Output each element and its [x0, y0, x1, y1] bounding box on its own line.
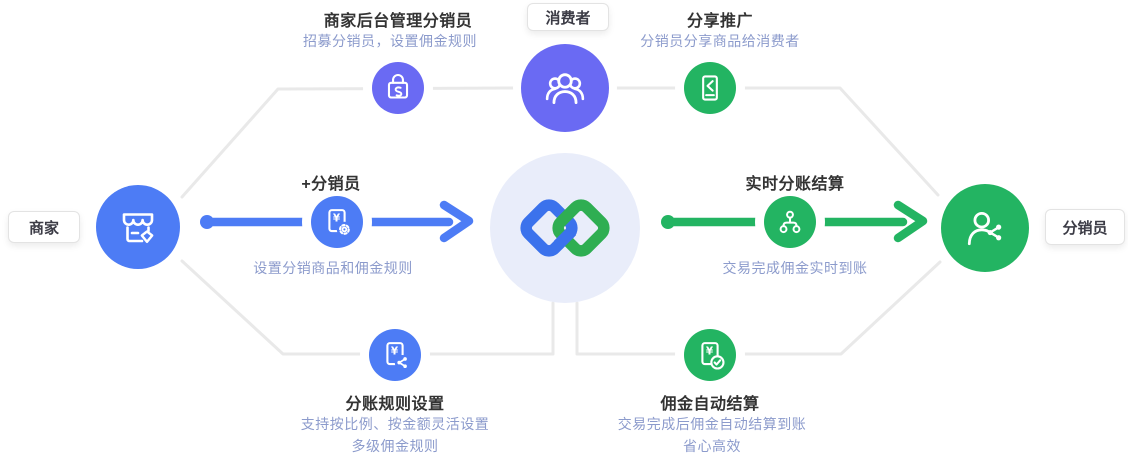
link-diamonds-logo: [520, 199, 610, 257]
top-left-title: 商家后台管理分销员: [323, 13, 473, 30]
platform-logo-node: [490, 153, 640, 303]
hierarchy-mini-node: [764, 196, 816, 248]
distributor-pill-label: 分销员: [1045, 209, 1125, 245]
flow-left-label: +分销员: [301, 176, 361, 193]
shopping-bag-icon: [387, 74, 409, 99]
bottom-right-title: 佣金自动结算: [660, 396, 760, 413]
receipt-share-mini-node: ¥: [369, 329, 421, 381]
receipt-gear-mini-node: ¥: [311, 196, 363, 248]
receipt-yen-check-icon: ¥: [701, 342, 725, 370]
svg-text:¥: ¥: [706, 346, 714, 358]
flow-left-subtitle: 设置分销商品和佣金规则: [253, 260, 413, 276]
page-share-icon: [702, 75, 718, 101]
receipt-check-mini-node: ¥: [684, 329, 736, 381]
wire-top-left: [180, 86, 523, 199]
flow-right-label: 实时分账结算: [745, 176, 845, 193]
person-share-icon: [967, 211, 1002, 246]
bottom-right-line1: 交易完成后佣金自动结算到账: [617, 416, 807, 432]
svg-text:¥: ¥: [333, 213, 341, 225]
consumer-pill-label: 消费者: [527, 3, 609, 31]
page-share-mini-node: [684, 62, 736, 114]
svg-text:¥: ¥: [391, 346, 399, 358]
receipt-yen-gear-icon: ¥: [328, 209, 353, 238]
bottom-left-line1: 支持按比例、按金额灵活设置: [300, 416, 490, 432]
bottom-left-title: 分账规则设置: [345, 396, 445, 413]
bottom-right-line2: 省心高效: [683, 438, 741, 454]
receipt-yen-share-icon: ¥: [386, 342, 411, 371]
merchant-pill-label: 商家: [8, 211, 80, 243]
top-right-title: 分享推广: [686, 13, 753, 30]
shopping-bag-mini-node: [372, 62, 424, 114]
storefront-icon: [122, 213, 154, 243]
flow-right-subtitle: 交易完成佣金实时到账: [722, 260, 868, 276]
top-right-subtitle: 分销员分享商品给消费者: [640, 33, 800, 49]
top-left-subtitle: 招募分销员，设置佣金规则: [303, 33, 477, 49]
consumer-node: [521, 44, 609, 132]
hierarchy-icon: [779, 210, 801, 234]
distributor-node: [941, 184, 1029, 272]
merchant-node: [96, 185, 180, 269]
bottom-left-line2: 多级佣金规则: [351, 438, 439, 454]
users-icon: [545, 73, 585, 105]
